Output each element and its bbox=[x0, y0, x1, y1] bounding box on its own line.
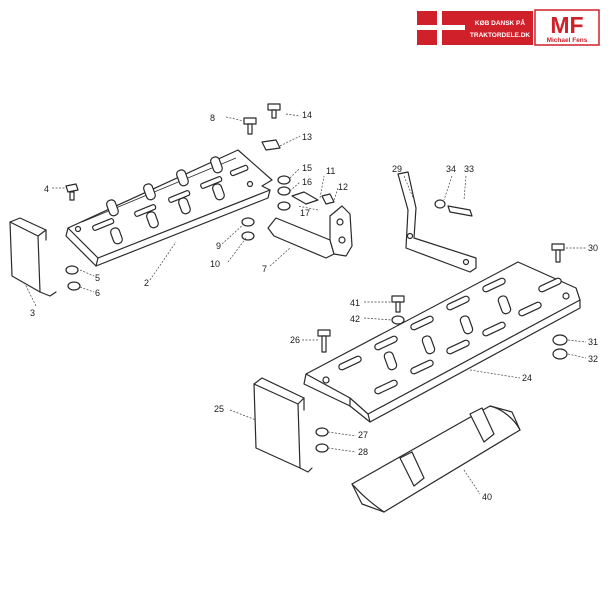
callout-29: 29 bbox=[392, 164, 402, 174]
callout-34: 34 bbox=[446, 164, 456, 174]
callout-16: 16 bbox=[302, 177, 312, 187]
callout-24: 24 bbox=[522, 373, 532, 383]
logo-mark: MF bbox=[550, 12, 583, 38]
callout-3: 3 bbox=[30, 308, 35, 318]
callout-5: 5 bbox=[95, 273, 100, 283]
callout-11: 11 bbox=[326, 166, 335, 176]
callout-8: 8 bbox=[210, 113, 215, 123]
callout-2: 2 bbox=[144, 278, 149, 288]
callout-10: 10 bbox=[210, 259, 220, 269]
mud-guard-left bbox=[9, 217, 57, 297]
support-bracket bbox=[267, 205, 353, 259]
banner-text-line2: TRAKTORDELE.DK bbox=[470, 32, 530, 39]
callout-40: 40 bbox=[482, 492, 492, 502]
callout-26: 26 bbox=[290, 335, 300, 345]
fasteners bbox=[65, 103, 568, 453]
callout-6: 6 bbox=[95, 288, 100, 298]
leader-lines bbox=[23, 113, 587, 495]
callout-14: 14 bbox=[302, 110, 312, 120]
callout-32: 32 bbox=[588, 354, 598, 364]
callout-9: 9 bbox=[216, 241, 221, 251]
curved-cover bbox=[351, 405, 521, 513]
callout-25: 25 bbox=[214, 404, 224, 414]
callout-27: 27 bbox=[358, 430, 368, 440]
callout-4: 4 bbox=[44, 184, 49, 194]
callout-15: 15 bbox=[302, 163, 312, 173]
callout-17: 17 bbox=[300, 208, 310, 218]
callout-28: 28 bbox=[358, 447, 368, 457]
callout-42: 42 bbox=[350, 314, 360, 324]
callout-13: 13 bbox=[302, 132, 312, 142]
callout-7: 7 bbox=[262, 264, 267, 274]
callout-30: 30 bbox=[588, 243, 598, 253]
danish-flag-icon bbox=[417, 11, 533, 45]
callout-numbers: 14 8 13 4 15 16 17 11 12 9 10 5 6 3 2 7 … bbox=[30, 110, 598, 502]
callout-41: 41 bbox=[350, 298, 360, 308]
banner-text-line1: KØB DANSK PÅ bbox=[475, 18, 526, 27]
callout-33: 33 bbox=[464, 164, 474, 174]
step-plate-lower bbox=[303, 261, 581, 423]
mf-logo-icon bbox=[534, 9, 600, 46]
callout-31: 31 bbox=[588, 337, 598, 347]
step-plate-upper bbox=[65, 149, 273, 267]
logo-name: Michael Fens bbox=[547, 37, 588, 44]
hanger-bracket bbox=[397, 171, 477, 273]
callout-12: 12 bbox=[338, 182, 348, 192]
mud-guard-lower bbox=[253, 377, 313, 473]
